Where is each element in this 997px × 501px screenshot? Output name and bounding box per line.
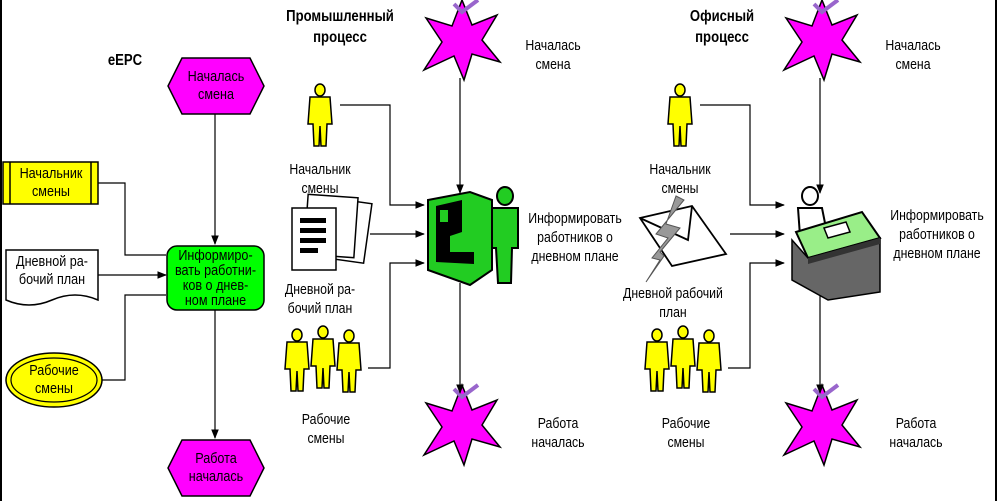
epc-title: eEPC [107,52,143,69]
office-end-star-icon [782,383,862,467]
industrial-end-star-icon [422,383,502,467]
epc-end-event-shape [167,439,265,497]
epc-function-label: Информиро- вать работни- ков о днев- ном… [174,247,257,309]
office-function-desk-icon [791,186,882,301]
epc-start-event-label: Началась смена [187,68,245,103]
industrial-start-event-label: Началась смена [525,37,581,73]
office-title: Офисный процесс [689,8,755,46]
epc-role-shape [2,161,99,205]
office-role-person-icon [667,83,693,147]
industrial-flow [284,0,519,467]
industrial-function-machine-icon [427,186,519,287]
office-start-event-label: Началась смена [885,37,941,73]
industrial-end-event-label: Работа началась [531,415,585,451]
office-end-event-label: Работа началась [889,415,943,451]
industrial-function-label: Информировать работников о дневном плане [528,210,622,265]
industrial-role-person-icon [307,83,333,147]
epc-document-label: Дневной ра- бочий план [16,253,88,288]
office-document-label: Дневной рабочий план [623,285,723,321]
epc-start-event-shape [167,57,265,115]
office-group-persons-icon [644,325,722,393]
industrial-document-label: Дневной ра- бочий план [284,281,356,317]
industrial-group-persons-icon [284,325,362,393]
office-function-label: Информировать работников о дневном плане [890,207,984,262]
epc-group-label: Рабочие смены [29,362,79,397]
epc-end-event-label: Работа началась [188,450,244,485]
office-document-email-icon [638,195,728,283]
industrial-document-icon [291,193,373,271]
industrial-title: Промышленный процесс [286,8,394,46]
industrial-group-label: Рабочие смены [301,411,351,447]
industrial-start-star-icon [422,0,502,82]
epc-document-shape [5,249,99,306]
office-role-label: Начальник смены [649,161,711,197]
office-group-label: Рабочие смены [661,415,711,451]
epc-role-label: Начальник смены [19,165,83,200]
industrial-role-label: Начальник смены [289,161,351,197]
epc-flow [2,57,265,497]
office-start-star-icon [782,0,862,82]
office-flow [638,0,882,467]
